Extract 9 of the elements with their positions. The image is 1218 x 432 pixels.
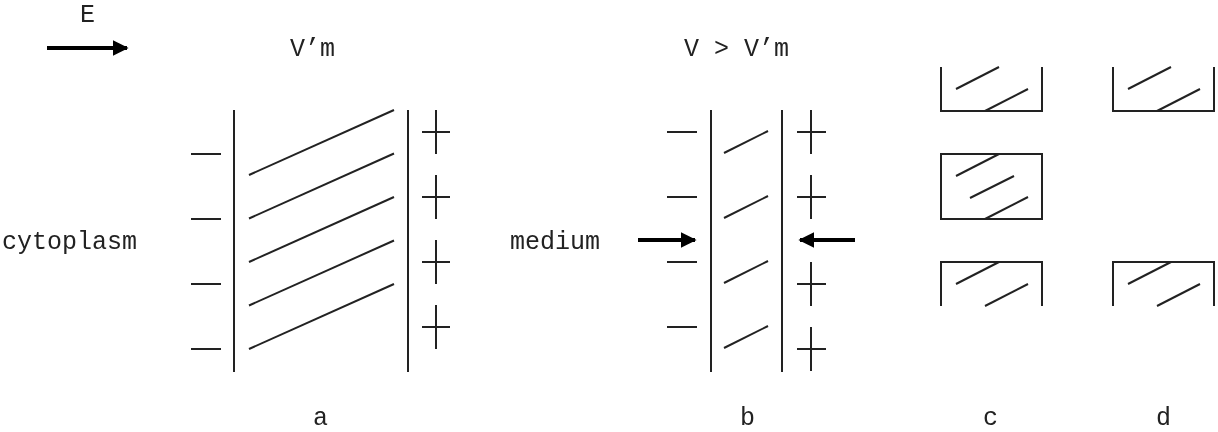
panel-label: b [740, 405, 755, 432]
panel-label: d [1156, 405, 1171, 432]
region-label: medium [510, 229, 600, 257]
potential-label: V > V’m [684, 36, 790, 64]
potential-label: V’m [290, 36, 335, 64]
field-label: E [80, 2, 95, 30]
panel-label: a [313, 405, 328, 432]
region-label: cytoplasm [2, 229, 138, 257]
panel-label: c [983, 405, 998, 432]
